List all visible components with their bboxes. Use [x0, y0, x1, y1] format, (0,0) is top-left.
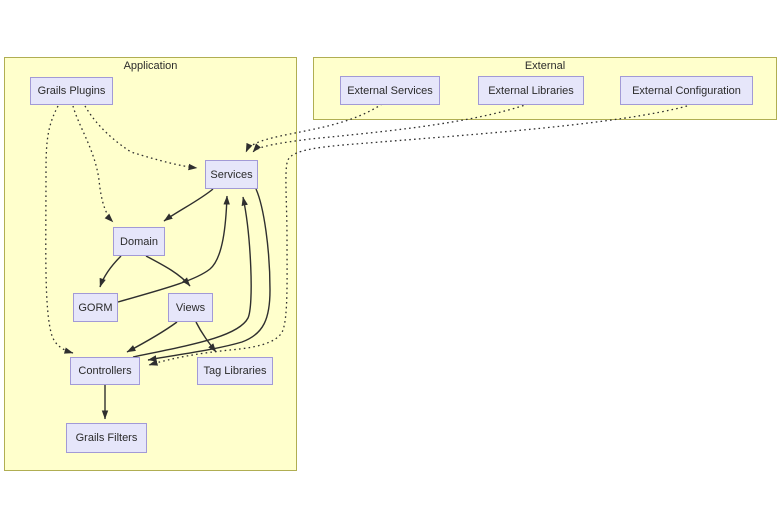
node-grails-filters: Grails Filters: [66, 423, 147, 453]
edge-grails-plugins-to-controllers: [45, 105, 74, 354]
node-external-configuration: External Configuration: [620, 76, 753, 105]
node-domain: Domain: [113, 227, 165, 256]
edge-grails-plugins-to-services: [84, 105, 198, 171]
node-grails-plugins: Grails Plugins: [30, 77, 113, 105]
edge-services-to-controllers: [147, 188, 271, 362]
node-views: Views: [168, 293, 213, 322]
node-gorm: GORM: [73, 293, 118, 322]
cluster-application: Application: [4, 57, 297, 471]
node-external-libraries: External Libraries: [478, 76, 584, 105]
node-controllers: Controllers: [70, 357, 140, 385]
edge-gorm-to-services: [117, 195, 230, 303]
edge-domain-to-gorm: [99, 255, 122, 288]
node-external-services: External Services: [340, 76, 440, 105]
cluster-label-external: External: [524, 60, 566, 72]
edge-grails-plugins-to-domain: [72, 105, 114, 223]
edge-domain-to-views: [145, 255, 191, 287]
node-tag-libraries: Tag Libraries: [197, 357, 273, 385]
edge-services-to-domain: [163, 188, 214, 222]
edge-external-services-to-services: [245, 103, 383, 153]
node-services: Services: [205, 160, 258, 189]
edge-views-to-tag-libraries: [195, 321, 217, 353]
edge-controllers-to-services: [132, 196, 252, 358]
edge-external-configuration-to-controllers: [148, 105, 688, 366]
cluster-label-application: Application: [123, 60, 178, 72]
edge-external-libraries-to-services: [252, 103, 529, 153]
edge-views-to-controllers: [126, 321, 178, 353]
